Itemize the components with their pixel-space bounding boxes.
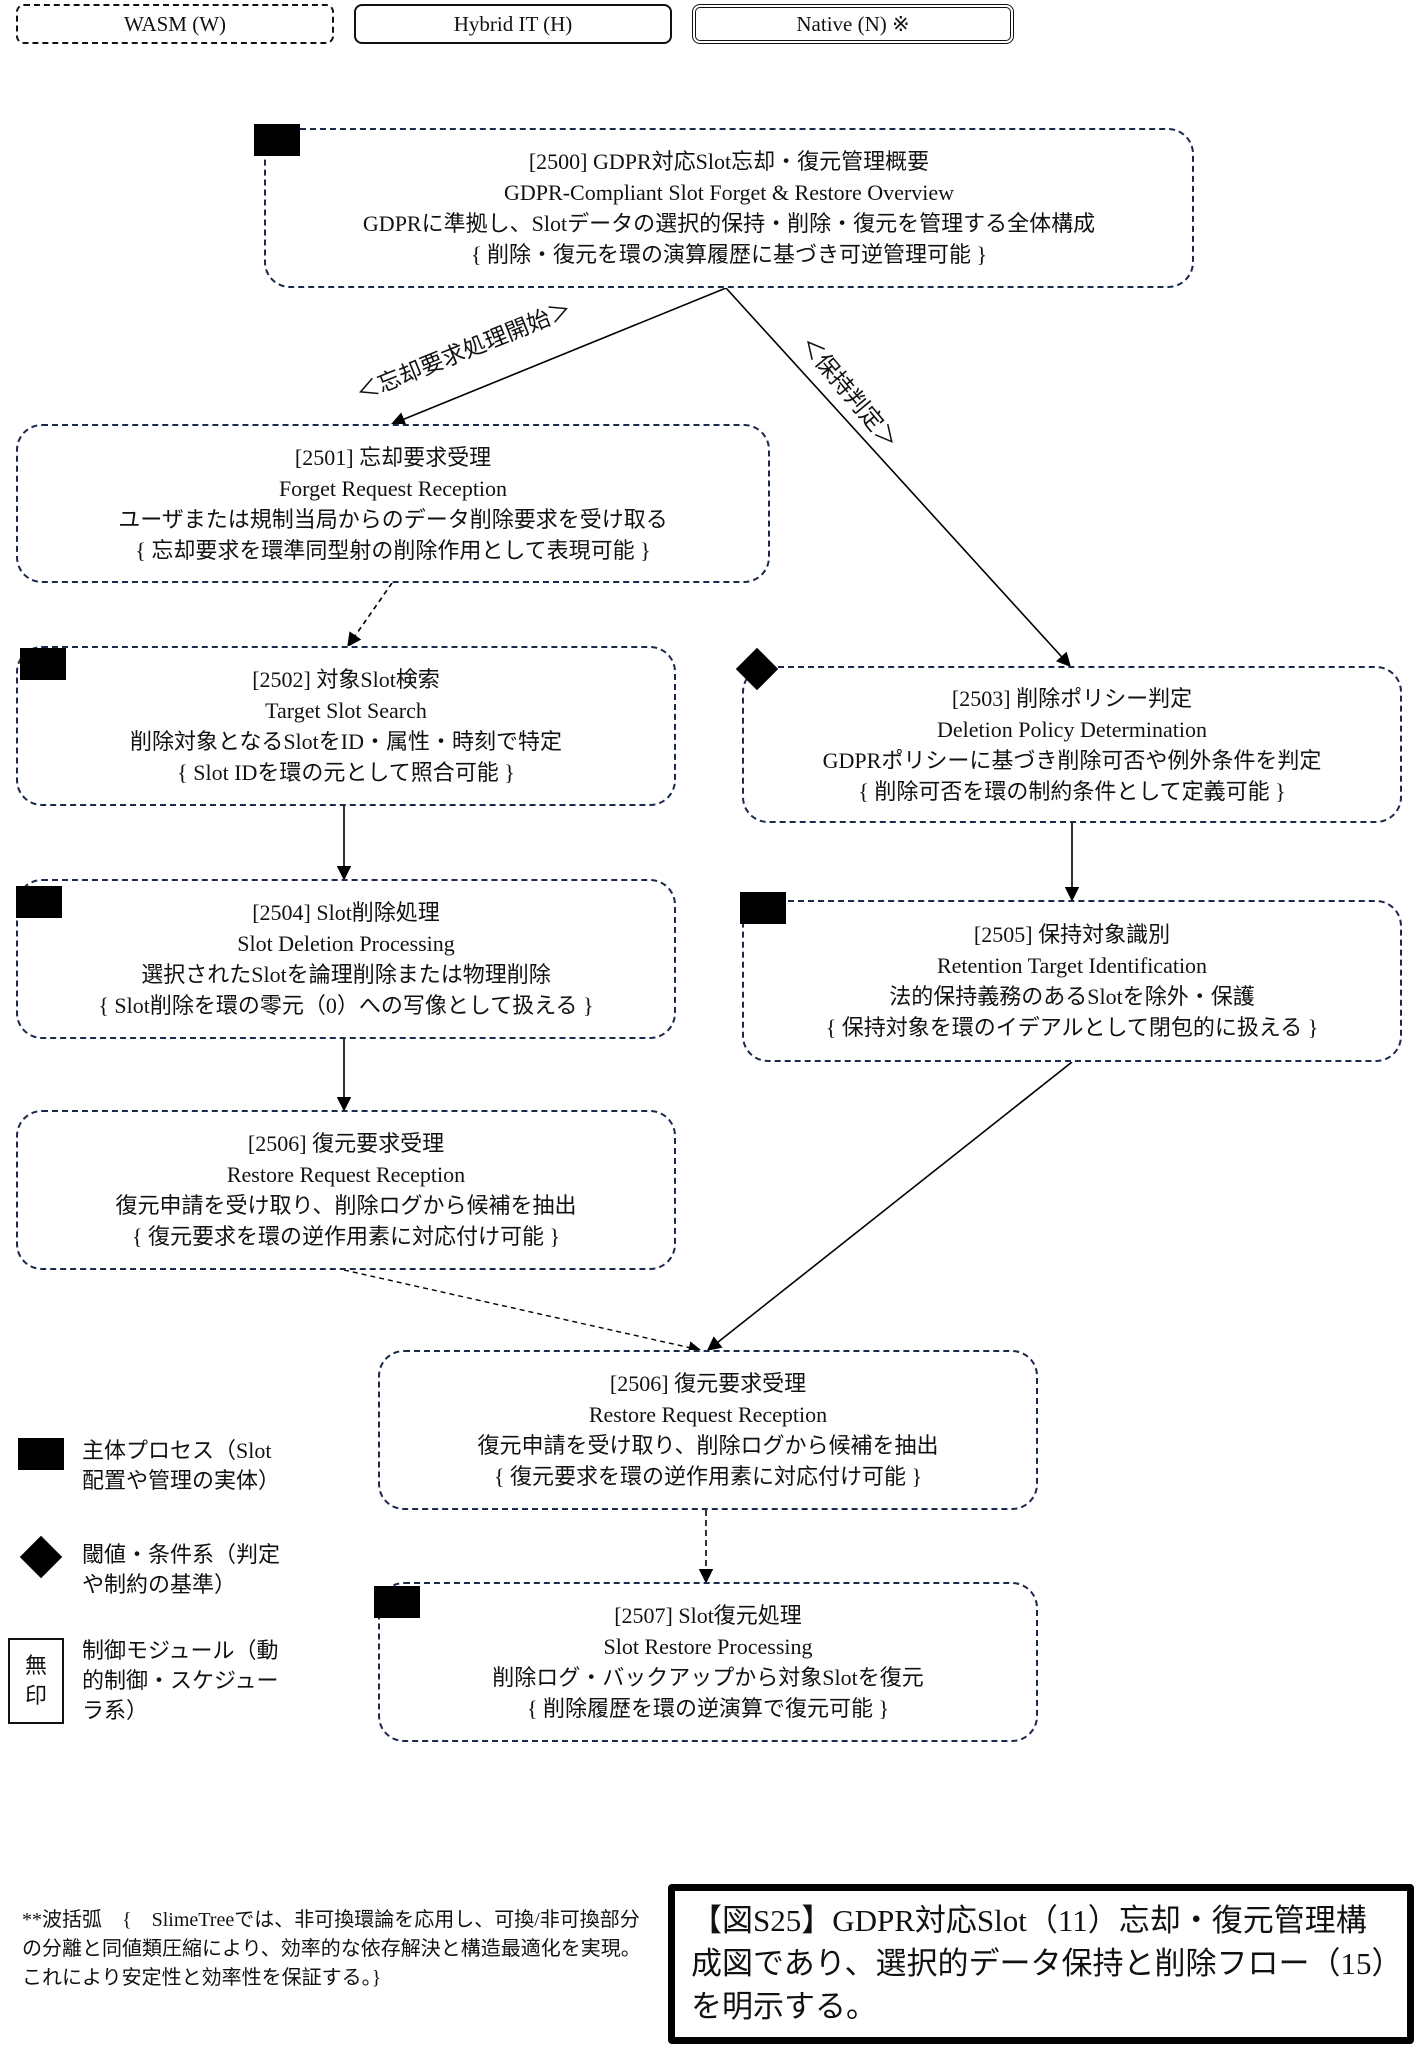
unmarked-char-2: 印 — [24, 1683, 47, 1708]
condition-diamond-icon — [19, 1535, 63, 1579]
edge-2505-2506b — [706, 1061, 1073, 1351]
node-2503-subtitle: Deletion Policy Determination — [936, 716, 1208, 742]
node-2501[interactable]: [2501] 忘却要求受理 Forget Request Reception ユ… — [16, 424, 770, 583]
node-2502-description: 削除対象となるSlotをID・属性・時刻で特定 — [129, 729, 562, 754]
legend-wasm: WASM (W) — [16, 4, 334, 44]
node-2504-note: { Slot削除を環の零元（0）への写像として扱える } — [98, 993, 594, 1018]
node-2507-note: { 削除履歴を環の逆演算で復元可能 } — [526, 1696, 890, 1721]
node-2501-title: [2501] 忘却要求受理 — [294, 444, 492, 470]
figure-caption-text: 【図S25】GDPR対応Slot（11）忘却・復元管理構成図であり、選択的データ… — [691, 1903, 1387, 2024]
key-process: 主体プロセス（Slot 配置や管理の実体） — [18, 1438, 338, 1502]
edge-2500-2503 — [725, 287, 1071, 668]
node-2507-title: [2507] Slot復元処理 — [614, 1603, 802, 1628]
node-2506-a[interactable]: [2506] 復元要求受理 Restore Request Reception … — [16, 1110, 676, 1270]
node-2504[interactable]: [2504] Slot削除処理 Slot Deletion Processing… — [16, 879, 676, 1039]
edge-2500-2501 — [390, 287, 727, 426]
node-2503-note: { 削除可否を環の制約条件として定義可能 } — [858, 778, 1286, 804]
edge-2506a-2506b — [343, 1269, 702, 1354]
key-process-line-2: 配置や管理の実体） — [82, 1468, 281, 1493]
node-2500-note: { 削除・復元を環の演算履歴に基づき可逆管理可能 } — [470, 242, 988, 267]
figure-caption: 【図S25】GDPR対応Slot（11）忘却・復元管理構成図であり、選択的データ… — [668, 1884, 1414, 2044]
legend-hybrid-it: Hybrid IT (H) — [354, 4, 672, 44]
node-2506b-subtitle: Restore Request Reception — [588, 1402, 828, 1427]
node-2500[interactable]: [2500] GDPR対応Slot忘却・復元管理概要 GDPR-Complian… — [264, 128, 1194, 288]
key-process-line-1: 主体プロセス（Slot — [82, 1438, 272, 1463]
process-marker-icon — [20, 648, 66, 680]
node-2505[interactable]: [2505] 保持対象識別 Retention Target Identific… — [742, 900, 1402, 1062]
node-2504-description: 選択されたSlotを論理削除または物理削除 — [141, 962, 551, 987]
node-2502-subtitle: Target Slot Search — [265, 698, 427, 723]
legend-native-label: Native (N) ※ — [796, 11, 910, 36]
legend-wasm-label: WASM (W) — [123, 11, 227, 36]
key-control: 無 印 制御モジュール（動 的制御・スケジュー ラ系） — [8, 1638, 338, 1732]
key-control-line-3: ラ系） — [82, 1698, 149, 1723]
edge-2501-2502 — [347, 582, 393, 648]
footnote: **波括弧 { SlimeTreeでは、非可換環論を応用し、可換/非可換部分の分… — [22, 1909, 641, 1989]
node-2500-subtitle: GDPR-Compliant Slot Forget & Restore Ove… — [504, 180, 954, 205]
node-2507[interactable]: [2507] Slot復元処理 Slot Restore Processing … — [378, 1582, 1038, 1742]
node-2506a-title: [2506] 復元要求受理 — [247, 1131, 445, 1156]
node-2507-description: 削除ログ・バックアップから対象Slotを復元 — [492, 1665, 924, 1690]
node-2504-subtitle: Slot Deletion Processing — [237, 931, 455, 956]
node-2505-note: { 保持対象を環のイデアルとして閉包的に扱える } — [825, 1015, 1319, 1040]
key-condition: 閾値・条件系（判定 や制約の基準） — [18, 1535, 338, 1606]
legend-hybrid-label: Hybrid IT (H) — [453, 11, 573, 36]
node-2502-title: [2502] 対象Slot検索 — [252, 667, 440, 692]
legend-native: Native (N) ※ — [692, 4, 1014, 44]
node-2502[interactable]: [2502] 対象Slot検索 Target Slot Search 削除対象と… — [16, 646, 676, 806]
node-2507-subtitle: Slot Restore Processing — [603, 1634, 813, 1659]
node-2501-note: { 忘却要求を環準同型射の削除作用として表現可能 } — [135, 537, 651, 563]
node-2506a-description: 復元申請を受け取り、削除ログから候補を抽出 — [115, 1193, 577, 1218]
process-marker-icon — [16, 886, 62, 918]
key-control-line-1: 制御モジュール（動 — [82, 1638, 279, 1663]
process-marker-icon — [254, 124, 300, 156]
node-2504-title: [2504] Slot削除処理 — [252, 900, 440, 925]
node-2506-b[interactable]: [2506] 復元要求受理 Restore Request Reception … — [378, 1350, 1038, 1510]
key-control-line-2: 的制御・スケジュー — [82, 1668, 279, 1693]
node-2503[interactable]: [2503] 削除ポリシー判定 Deletion Policy Determin… — [742, 666, 1402, 823]
node-2506b-note: { 復元要求を環の逆作用素に対応付け可能 } — [493, 1464, 923, 1489]
node-2506b-title: [2506] 復元要求受理 — [609, 1371, 807, 1396]
node-2503-description: GDPRポリシーに基づき削除可否や例外条件を判定 — [822, 747, 1322, 773]
node-2506a-subtitle: Restore Request Reception — [226, 1162, 466, 1187]
unmarked-box-icon: 無 印 — [8, 1638, 64, 1724]
node-2503-title: [2503] 削除ポリシー判定 — [951, 685, 1193, 711]
node-2505-subtitle: Retention Target Identification — [936, 953, 1208, 978]
process-square-icon — [18, 1438, 64, 1470]
process-marker-icon — [374, 1586, 420, 1618]
node-2502-note: { Slot IDを環の元として照合可能 } — [177, 760, 515, 785]
node-2500-title: [2500] GDPR対応Slot忘却・復元管理概要 — [528, 149, 930, 174]
node-2501-description: ユーザまたは規制当局からのデータ削除要求を受け取る — [118, 506, 668, 532]
node-2501-subtitle: Forget Request Reception — [278, 475, 508, 501]
unmarked-char-1: 無 — [24, 1653, 47, 1678]
node-2505-title: [2505] 保持対象識別 — [973, 922, 1171, 947]
node-2500-description: GDPRに準拠し、Slotデータの選択的保持・削除・復元を管理する全体構成 — [362, 211, 1096, 236]
node-2506b-description: 復元申請を受け取り、削除ログから候補を抽出 — [477, 1433, 939, 1458]
process-marker-icon — [740, 892, 786, 924]
key-condition-line-1: 閾値・条件系（判定 — [82, 1542, 281, 1567]
node-2505-description: 法的保持義務のあるSlotを除外・保護 — [889, 984, 1255, 1009]
key-condition-line-2: や制約の基準） — [82, 1572, 237, 1597]
node-2506a-note: { 復元要求を環の逆作用素に対応付け可能 } — [131, 1224, 561, 1249]
